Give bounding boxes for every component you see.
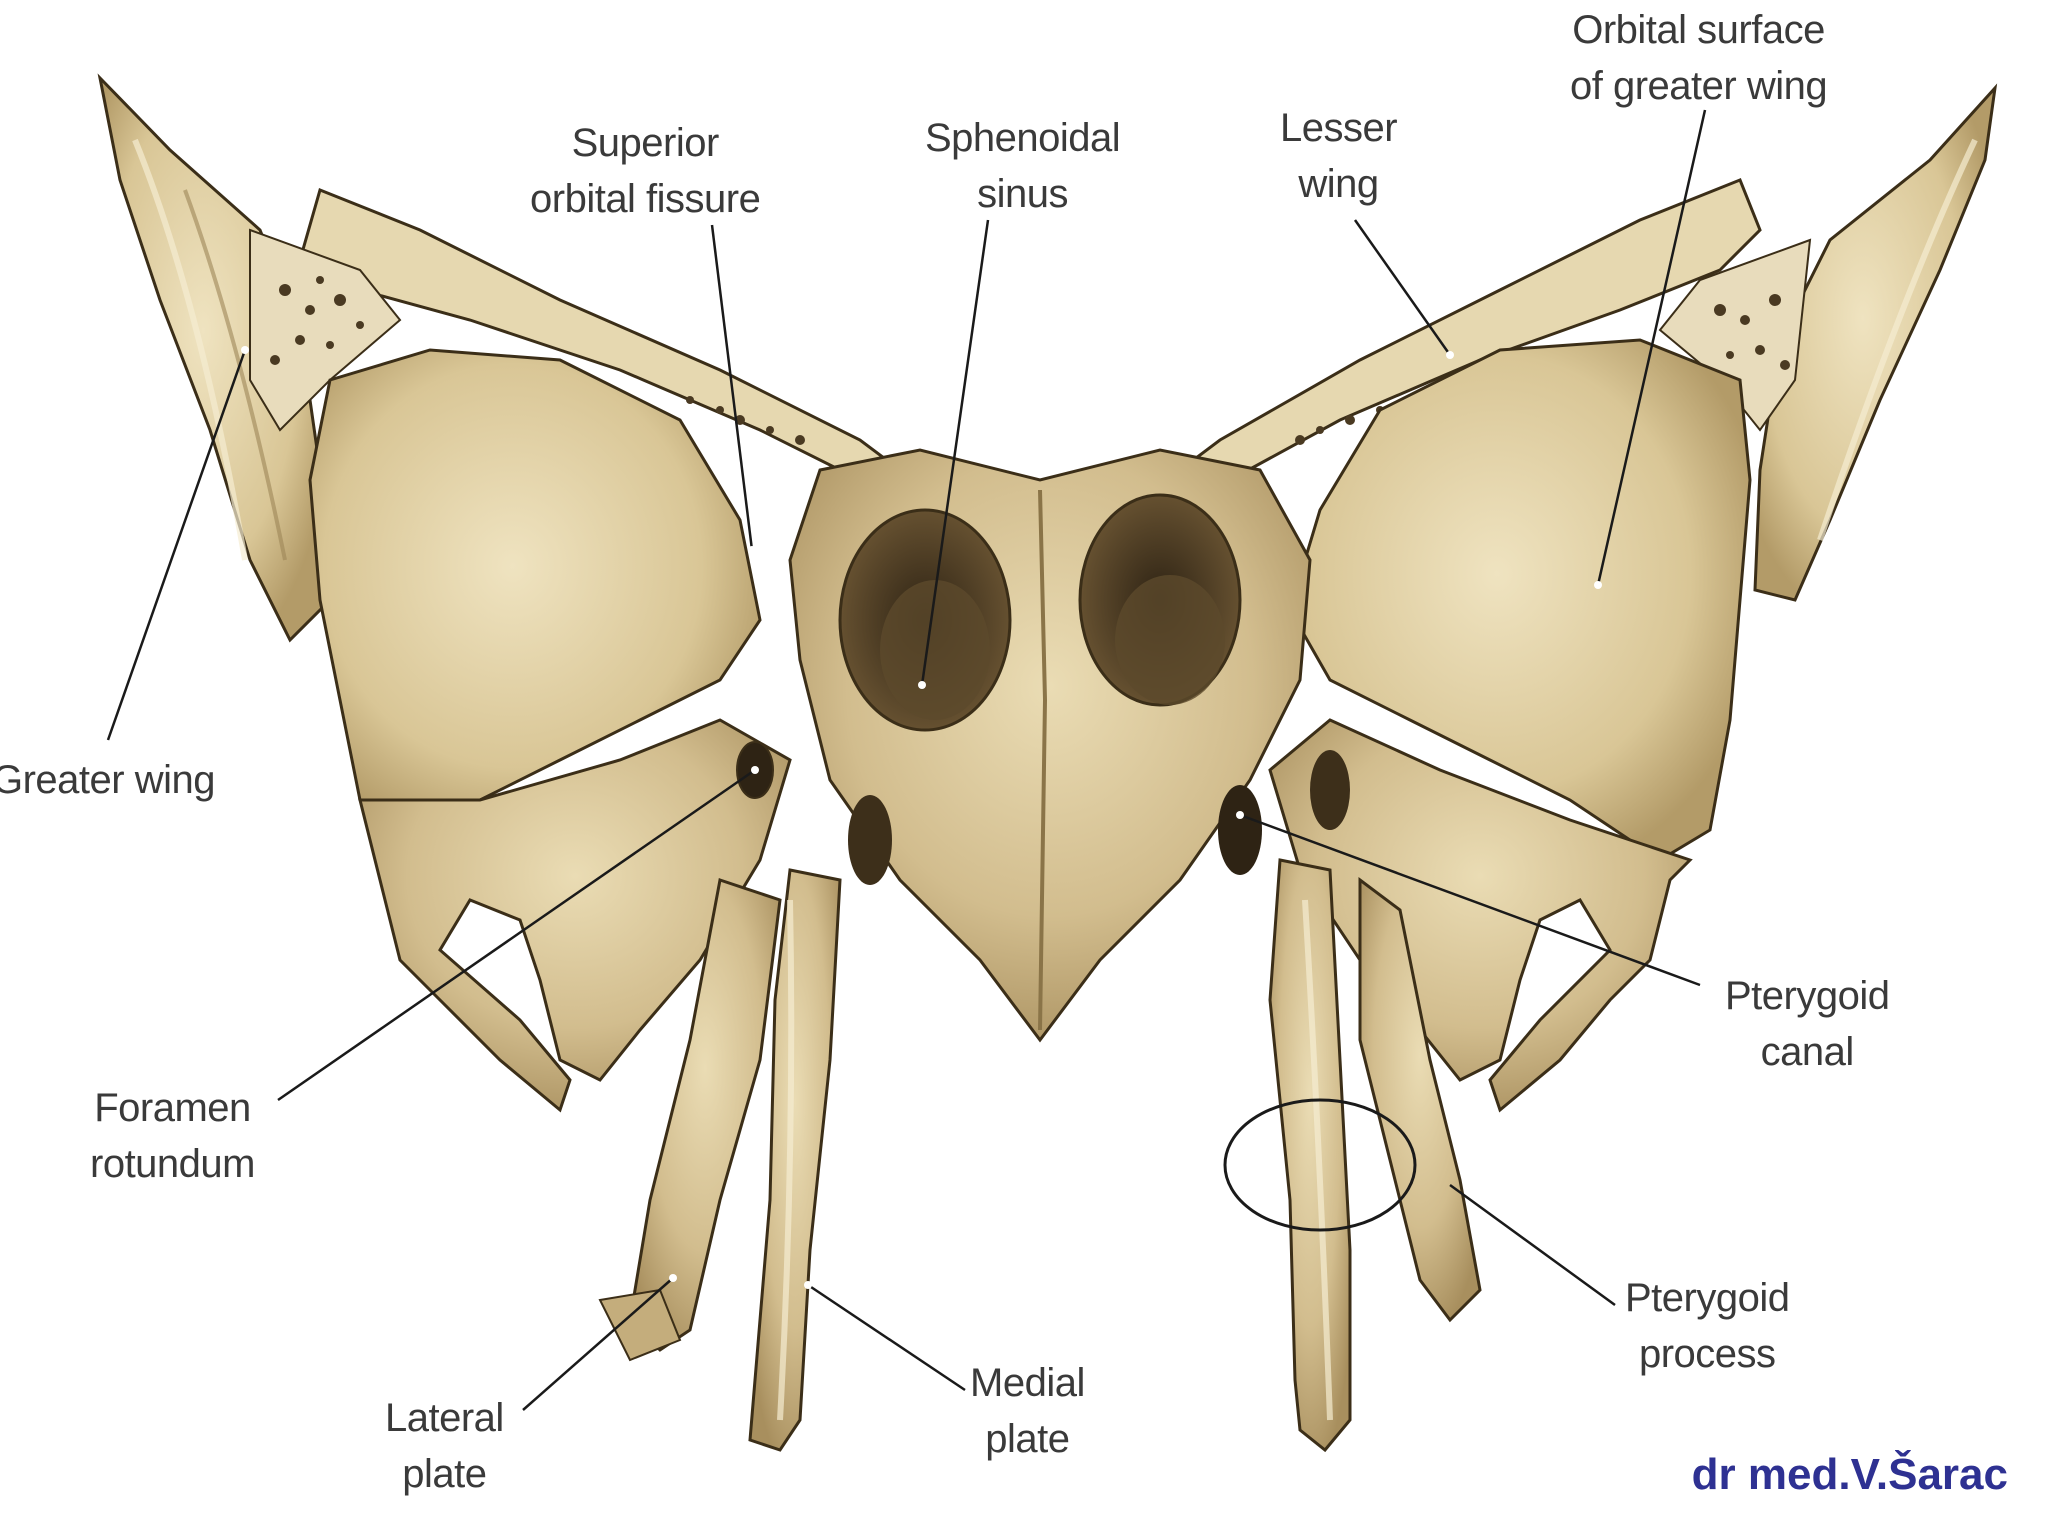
label-greater-wing: Greater wing	[0, 758, 215, 802]
pterygoid-process-outline	[1223, 1098, 1417, 1232]
leader-sphenoidal-sinus	[920, 219, 990, 686]
author-credit: dr med.V.Šarac	[1691, 1450, 2008, 1499]
right-lateral-plate	[1358, 877, 1482, 1323]
leader-foramen-rotundum	[277, 768, 756, 1102]
right-greater-wing-tip	[1753, 83, 1998, 602]
leader-pterygoid-canal	[1239, 813, 1701, 987]
right-pterygoid-canal-opening	[1218, 785, 1262, 875]
leader-lines	[106, 109, 1707, 1411]
leader-lesser-wing	[1353, 219, 1452, 356]
leader-lateral-plate	[522, 1277, 674, 1411]
label-foramen-rotundum: Foramen rotundum	[90, 1086, 255, 1186]
left-lower-wing	[358, 718, 792, 1113]
leader-medial-plate	[807, 1283, 966, 1392]
label-lesser-wing: Lesser wing	[1280, 106, 1398, 206]
leader-orbital-surface	[1596, 109, 1707, 586]
leader-pterygoid-process	[1449, 1183, 1616, 1307]
leader-dots	[241, 346, 1602, 1289]
leader-greater-wing	[106, 349, 247, 741]
label-sphenoidal-sinus: Sphenoidal sinus	[925, 116, 1121, 216]
label-superior-orbital-fissure: Superior orbital fissure	[530, 121, 761, 221]
right-medial-plate	[1268, 858, 1352, 1453]
label-lateral-plate: Lateral plate	[385, 1396, 504, 1496]
label-orbital-surface-greater-wing: Orbital surface of greater wing	[1570, 8, 1828, 108]
label-medial-plate: Medial plate	[970, 1361, 1085, 1461]
label-pterygoid-canal: Pterygoid canal	[1725, 974, 1890, 1074]
right-lower-wing	[1268, 718, 1693, 1113]
leader-superior-orbital-fissure	[710, 224, 754, 551]
left-medial-plate	[748, 868, 842, 1452]
label-pterygoid-process: Pterygoid process	[1625, 1276, 1790, 1376]
right-orbital-surface	[1288, 338, 1752, 862]
left-orbital-surface	[308, 348, 762, 832]
